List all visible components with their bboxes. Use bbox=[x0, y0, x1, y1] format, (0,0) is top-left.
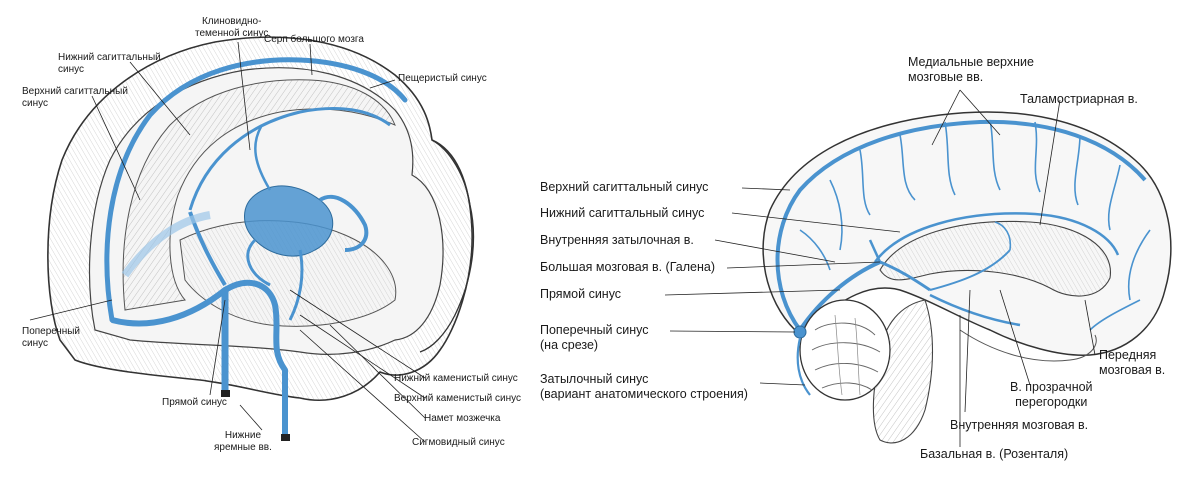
label-septum-pellucidum-vein: В. прозрачной перегородки bbox=[1010, 380, 1093, 409]
jugular-end-1 bbox=[221, 390, 230, 397]
corpus-callosum bbox=[879, 220, 1111, 297]
transverse-sinus-cut bbox=[793, 325, 807, 339]
medial-cerebral-veins bbox=[799, 119, 1151, 331]
straight-sinus-right bbox=[798, 260, 881, 332]
label-straight-sinus-right: Прямой синус bbox=[540, 287, 622, 301]
right-brain-illustration bbox=[762, 111, 1172, 444]
label-thalamostriate-vein: Таламостриарная в. bbox=[1020, 92, 1138, 106]
label-inferior-sagittal-sinus-right: Нижний сагиттальный синус bbox=[540, 206, 705, 220]
label-superior-sagittal-sinus-left: Верхний сагиттальный синус bbox=[22, 86, 128, 109]
label-inferior-jugular-veins: Нижние яремные вв. bbox=[214, 430, 272, 453]
label-inferior-sagittal-sinus-left: Нижний сагиттальный синус bbox=[58, 52, 161, 75]
label-falx-cerebri: Серп большого мозга bbox=[264, 34, 364, 45]
label-transverse-sinus-cut: Поперечный синус (на срезе) bbox=[540, 323, 649, 352]
label-superior-petrosal-sinus: Верхний каменистый синус bbox=[394, 393, 521, 404]
left-skull-illustration bbox=[47, 36, 475, 441]
label-medial-superior-cerebral-veins: Медиальные верхние мозговые вв. bbox=[908, 55, 1034, 84]
falx-cerebri bbox=[122, 79, 396, 311]
occipital-sinus bbox=[796, 337, 811, 396]
label-occipital-sinus-variant: Затылочный синус (вариант анатомического… bbox=[540, 372, 748, 401]
face-profile bbox=[419, 139, 475, 353]
cerebellum bbox=[799, 299, 891, 401]
label-inferior-petrosal-sinus: Нижний каменистый синус bbox=[394, 373, 518, 384]
inferior-sagittal-sinus-right bbox=[873, 212, 1120, 263]
label-tentorium-cerebelli: Намет мозжечка bbox=[424, 413, 501, 424]
transverse-sinus-left bbox=[111, 279, 288, 440]
superior-sagittal-sinus-left bbox=[104, 57, 408, 323]
basal-vein bbox=[929, 293, 1021, 327]
label-internal-cerebral-vein: Внутренняя мозговая в. bbox=[950, 418, 1089, 432]
internal-cerebral-vein bbox=[929, 249, 1011, 291]
left-leader-lines bbox=[29, 41, 426, 443]
label-clinoid-parietal-sinus: Клиновидно- теменной синус bbox=[195, 16, 269, 39]
label-superior-sagittal-sinus-right: Верхний сагиттальный синус bbox=[540, 180, 709, 194]
superior-sagittal-sinus-right bbox=[775, 119, 1147, 332]
cavernous-sinus-left bbox=[244, 185, 334, 257]
label-basal-vein-rosenthal: Базальная в. (Розенталя) bbox=[920, 447, 1069, 461]
label-internal-occipital-vein: Внутренняя затылочная в. bbox=[540, 233, 694, 247]
jugular-end-2 bbox=[281, 434, 290, 441]
right-leader-lines bbox=[664, 89, 1096, 447]
label-great-cerebral-vein: Большая мозговая в. (Галена) bbox=[540, 260, 716, 274]
label-transverse-sinus-left: Поперечный синус bbox=[22, 326, 81, 349]
inferior-sagittal-sinus-left bbox=[188, 106, 391, 211]
label-straight-sinus-left: Прямой синус bbox=[162, 397, 227, 408]
label-sigmoid-sinus: Сигмовидный синус bbox=[412, 437, 505, 448]
label-cavernous-sinus: Пещеристый синус bbox=[398, 73, 487, 84]
label-anterior-cerebral-vein: Передняя мозговая в. bbox=[1099, 348, 1166, 377]
